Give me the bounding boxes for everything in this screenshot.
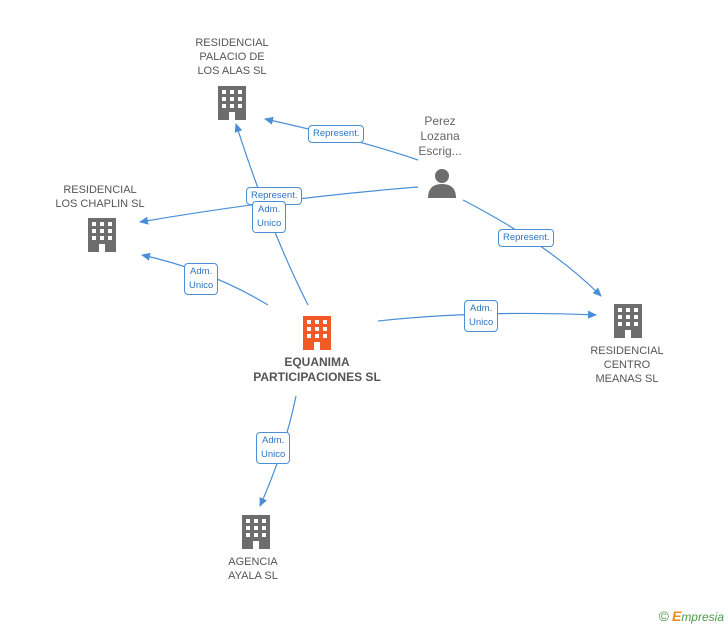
node-label-ayala[interactable]: AGENCIA AYALA SL <box>228 556 278 582</box>
building-icon-equanima[interactable] <box>303 316 331 350</box>
edge-label-equanima-centro: Adm. Unico <box>464 300 499 332</box>
edge-label-equanima-ayala: Adm. Unico <box>256 432 291 464</box>
building-icon-centro[interactable] <box>614 304 642 338</box>
building-icon-chaplin[interactable] <box>88 218 116 252</box>
building-icon-ayala[interactable] <box>242 515 270 549</box>
brand-logo[interactable]: Empresia <box>672 608 724 624</box>
node-label-equanima[interactable]: EQUANIMA PARTICIPACIONES SL <box>253 355 381 384</box>
person-icon-perez[interactable] <box>428 169 456 198</box>
node-label-palacio[interactable]: RESIDENCIAL PALACIO DE LOS ALAS SL <box>195 37 269 77</box>
node-label-centro[interactable]: RESIDENCIAL CENTRO MEANAS SL <box>590 345 664 385</box>
edge-label-perez-palacio: Represent. <box>308 125 365 143</box>
node-label-perez[interactable]: Perez Lozana Escrig... <box>418 114 462 158</box>
brand-initial: E <box>671 608 682 624</box>
edge-label-equanima-palacio: Adm. Unico <box>252 201 287 233</box>
node-label-chaplin[interactable]: RESIDENCIAL LOS CHAPLIN SL <box>55 184 145 210</box>
brand-name: mpresia <box>681 610 724 624</box>
copyright-icon: © <box>658 608 669 624</box>
edge-perez-centro <box>462 199 602 297</box>
edge-label-equanima-chaplin: Adm. Unico <box>184 263 219 295</box>
edge-label-perez-centro: Represent. <box>498 229 555 247</box>
building-icon-palacio[interactable] <box>218 86 246 120</box>
footer-brand: © Empresia <box>659 608 724 624</box>
